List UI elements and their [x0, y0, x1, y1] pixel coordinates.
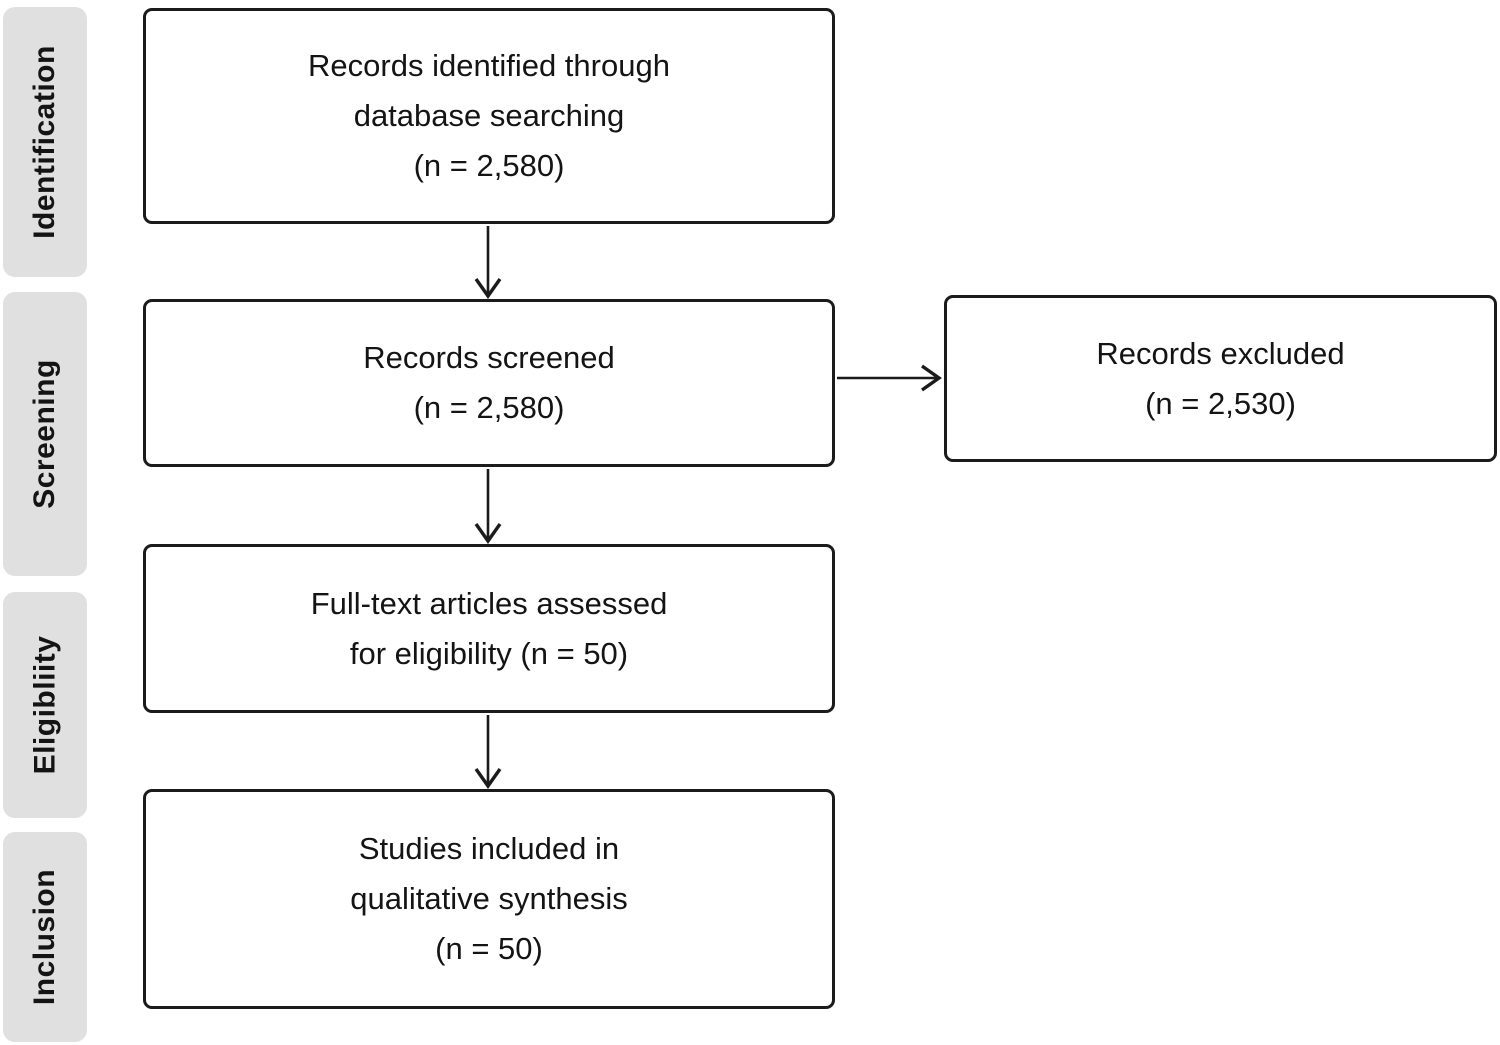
stage-band-screening: Screening	[3, 292, 87, 576]
box-text-line: Records screened	[363, 340, 615, 375]
flow-box-studies-included: Studies included in qualitative synthesi…	[143, 789, 835, 1009]
box-text-line: qualitative synthesis	[350, 881, 628, 916]
box-text-line: (n = 50)	[435, 931, 543, 966]
box-text-line: Studies included in	[358, 831, 620, 866]
stage-label-identification: Identification	[28, 45, 62, 239]
arrow-screened-to-excluded	[837, 364, 942, 392]
stage-label-screening: Screening	[28, 359, 61, 509]
stage-band-eligibility: Eligibliity	[3, 592, 87, 818]
stage-band-inclusion: Inclusion	[3, 832, 87, 1042]
box-text-line: for eligibility (n = 50)	[349, 635, 629, 671]
box-text-line: (n = 2,580)	[413, 148, 565, 183]
stage-label-eligibility: Eligibliity	[28, 635, 62, 775]
box-text-line: (n = 2,530)	[1145, 385, 1296, 421]
arrow-fulltext-to-included	[474, 715, 502, 789]
arrow-identified-to-screened	[474, 226, 502, 299]
arrow-screened-to-fulltext	[474, 469, 502, 544]
flow-box-records-identified: Records identified through database sear…	[143, 8, 835, 224]
stage-label-inclusion: Inclusion	[28, 868, 61, 1006]
stage-band-identification: Identification	[3, 7, 87, 277]
box-text-line: Full-text articles assessed	[310, 585, 668, 621]
flow-box-records-excluded: Records excluded (n = 2,530)	[944, 295, 1497, 462]
flow-box-fulltext-assessed: Full-text articles assessed for eligibil…	[143, 544, 835, 713]
box-text-line: Records identified through	[308, 48, 670, 83]
box-text-line: Records excluded	[1096, 335, 1345, 371]
flow-box-records-screened: Records screened (n = 2,580)	[143, 299, 835, 467]
box-text-line: database searching	[353, 98, 625, 133]
box-text-line: (n = 2,580)	[413, 390, 565, 425]
